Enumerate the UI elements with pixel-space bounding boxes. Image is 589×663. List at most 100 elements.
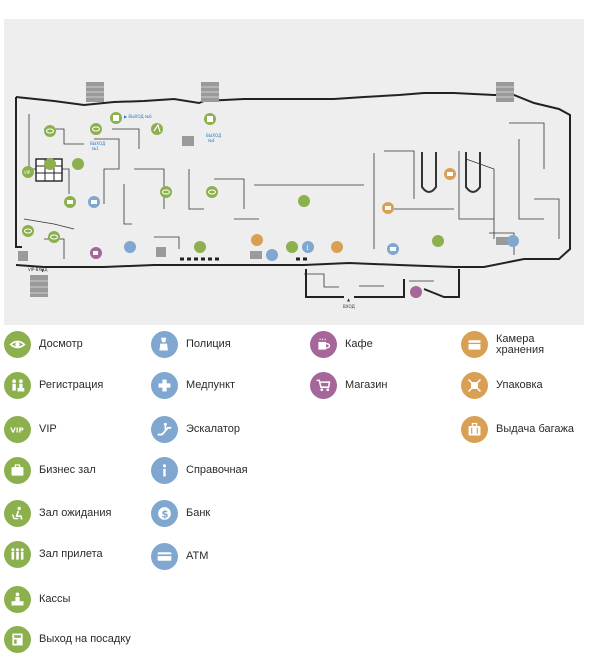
legend-label: Зал ожидания xyxy=(39,507,112,519)
escalator-curves xyxy=(421,152,481,193)
poi-security-eye-icon[interactable] xyxy=(160,186,172,198)
poi-security-eye-icon[interactable] xyxy=(48,231,60,243)
legend-label: Камера хранения xyxy=(496,333,545,356)
legend-item: Медпункт xyxy=(151,372,301,399)
vip-entrance-label: VIP-ВХОД xyxy=(28,267,47,272)
legend-item: Выход на посадку xyxy=(4,626,154,653)
legend-item: Эскалатор xyxy=(151,416,301,443)
svg-text:$: $ xyxy=(161,509,168,520)
legend-label: Медпункт xyxy=(186,379,236,391)
packing-icon xyxy=(461,372,488,399)
floor-plan-drawing: ВЫХОД №1 ▶ ВЫХОД №6 ВЫХОД №4 VIP-ВХОД ВХ… xyxy=(15,82,571,309)
poi-security-eye-icon[interactable] xyxy=(206,186,218,198)
luggage-storage-icon xyxy=(461,331,488,358)
atm-icon xyxy=(151,543,178,570)
legend-item: Кафе xyxy=(310,331,460,358)
poi-luggage-storage-icon[interactable] xyxy=(444,168,456,180)
exit-1-number: №1 xyxy=(92,146,99,151)
floor-plan: ВЫХОД №1 ▶ ВЫХОД №6 ВЫХОД №4 VIP-ВХОД ВХ… xyxy=(4,19,584,325)
svg-text:VIP: VIP xyxy=(10,425,24,434)
legend-item: $ Банк xyxy=(151,500,301,527)
poi-cafe-icon[interactable] xyxy=(90,247,102,259)
poi-police-icon[interactable] xyxy=(124,241,136,253)
legend-label: VIP xyxy=(39,423,57,435)
entrance-label: ВХОД xyxy=(343,304,355,309)
exit-1-label: ВЫХОД xyxy=(90,141,105,146)
waiting-seat-icon xyxy=(4,500,31,527)
legend-label: Банк xyxy=(186,507,211,519)
poi-business-lounge-icon[interactable] xyxy=(64,196,76,208)
poi-packing-icon[interactable] xyxy=(331,241,343,253)
svg-text:i: i xyxy=(307,244,310,252)
legend-label: Эскалатор xyxy=(186,423,241,435)
escalator-icon xyxy=(151,416,178,443)
legend-label: Выдача багажа xyxy=(496,423,574,435)
stair-lines xyxy=(30,86,514,294)
registration-icon xyxy=(4,372,31,399)
legend-label: Кафе xyxy=(345,338,373,350)
exit-4-label: ВЫХОД xyxy=(206,133,221,138)
poi-security-eye-icon[interactable] xyxy=(90,123,102,135)
legend-item: Справочная xyxy=(151,457,301,484)
legend-item: ATM xyxy=(151,543,301,570)
legend-item: Выдача багажа xyxy=(461,416,589,443)
poi-vip-icon[interactable]: VIP xyxy=(22,166,34,178)
info-icon xyxy=(151,457,178,484)
poi-ticket-office-icon[interactable] xyxy=(194,241,206,253)
legend-label: ATM xyxy=(186,550,209,562)
police-icon xyxy=(151,331,178,358)
poi-info-icon[interactable]: i xyxy=(302,241,314,253)
legend-label: Регистрация xyxy=(39,379,104,391)
poi-arrivals-icon[interactable] xyxy=(298,195,310,207)
legend-item: Полиция xyxy=(151,331,301,358)
legend-item: Бизнес зал xyxy=(4,457,154,484)
poi-registration-icon[interactable] xyxy=(44,158,56,170)
legend-label: Бизнес зал xyxy=(39,464,96,476)
exit-6-label: ▶ ВЫХОД №6 xyxy=(124,114,152,119)
briefcase-icon xyxy=(4,457,31,484)
legend-label: Зал прилета xyxy=(39,548,103,560)
legend-label: Упаковка xyxy=(496,379,543,391)
coffee-cup-icon xyxy=(310,331,337,358)
legend-item: Зал прилета xyxy=(4,541,154,568)
legend-label: Выход на посадку xyxy=(39,633,131,645)
poi-ticket-office-icon[interactable] xyxy=(286,241,298,253)
legend-item: Камера хранения xyxy=(461,331,589,358)
poi-escalator-icon[interactable] xyxy=(266,249,278,261)
poi-gate-icon[interactable] xyxy=(204,113,216,125)
people-icon xyxy=(4,541,31,568)
dollar-icon: $ xyxy=(151,500,178,527)
legend-item: Кассы xyxy=(4,586,154,613)
legend-label: Кассы xyxy=(39,593,71,605)
plan-pois: VIP i xyxy=(22,112,519,298)
entrance-arrow: ▲ xyxy=(347,297,351,302)
vip-entrance-arrow: ▼ xyxy=(41,268,45,273)
poi-security-eye-icon[interactable] xyxy=(44,125,56,137)
boarding-gate-icon xyxy=(4,626,31,653)
poi-packing-icon[interactable] xyxy=(251,234,263,246)
shopping-cart-icon xyxy=(310,372,337,399)
legend-label: Справочная xyxy=(186,464,248,476)
poi-medical-icon[interactable] xyxy=(507,235,519,247)
poi-waiting-icon[interactable] xyxy=(151,123,163,135)
poi-luggage-storage-icon[interactable] xyxy=(382,202,394,214)
vip-icon: VIP xyxy=(4,416,31,443)
poi-arrivals-icon[interactable] xyxy=(432,235,444,247)
poi-gate-icon[interactable] xyxy=(110,112,122,124)
poi-registration-icon[interactable] xyxy=(72,158,84,170)
legend-item: VIP VIP xyxy=(4,416,154,443)
poi-shop-icon[interactable] xyxy=(410,286,422,298)
poi-atm-icon[interactable] xyxy=(88,196,100,208)
poi-atm-icon[interactable] xyxy=(387,243,399,255)
eye-icon xyxy=(4,331,31,358)
legend-item: Досмотр xyxy=(4,331,154,358)
legend-item: Зал ожидания xyxy=(4,500,154,527)
legend-item: Регистрация xyxy=(4,372,154,399)
legend-label: Досмотр xyxy=(39,338,83,350)
legend-label: Магазин xyxy=(345,379,388,391)
baggage-claim-icon xyxy=(461,416,488,443)
poi-security-eye-icon[interactable] xyxy=(22,225,34,237)
ticket-office-icon xyxy=(4,586,31,613)
exit-4-number: №4 xyxy=(208,138,215,143)
medical-cross-icon xyxy=(151,372,178,399)
